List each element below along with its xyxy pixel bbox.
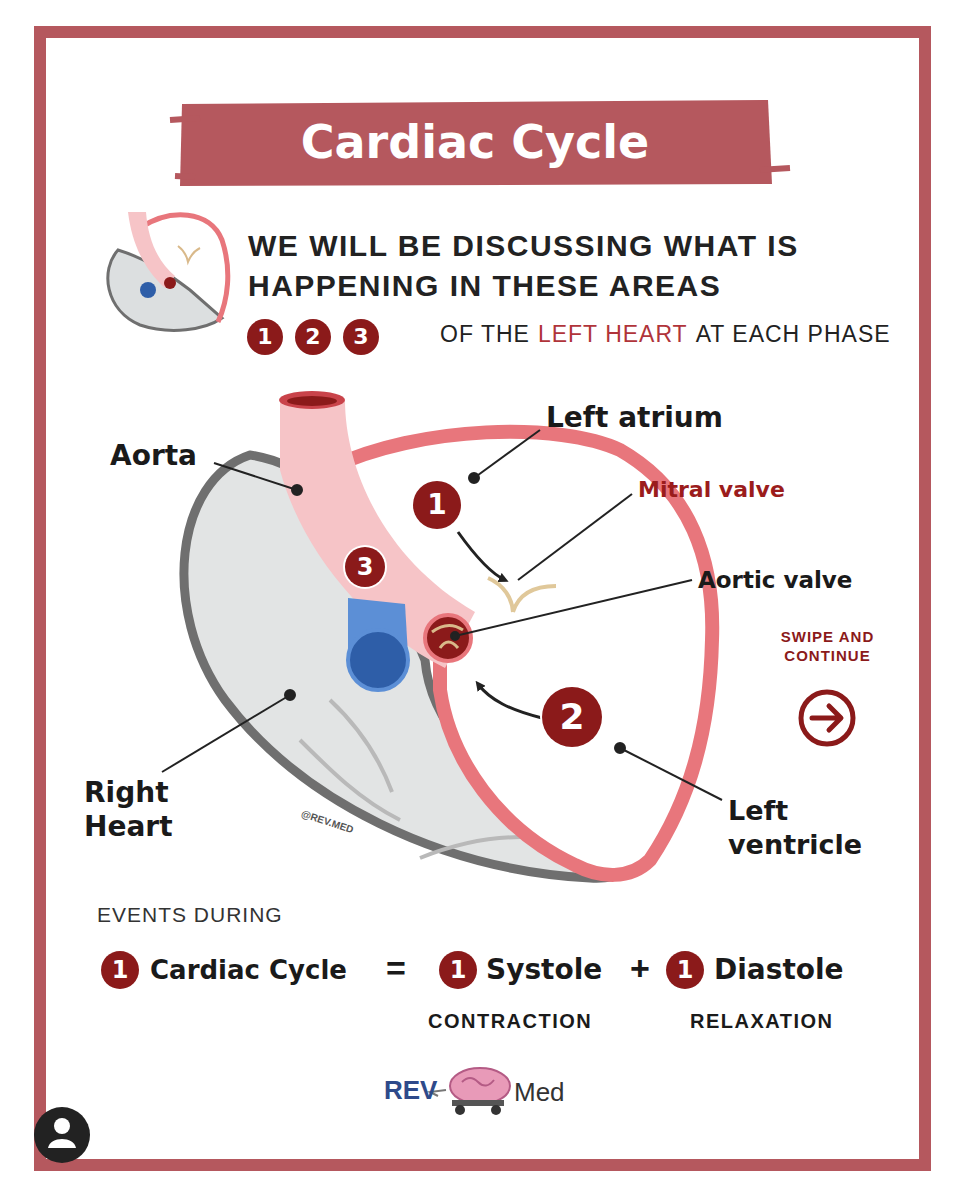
aorta-opening <box>279 391 345 409</box>
term-meaning: CONTRACTION <box>428 1009 592 1033</box>
mini-heart-icon <box>108 212 228 330</box>
term-meaning: RELAXATION <box>690 1009 834 1033</box>
part-label: Aortic valve <box>698 566 852 594</box>
aorta <box>280 400 475 668</box>
intro-text: AT EACH PHASE <box>696 320 891 348</box>
frame <box>40 32 925 1165</box>
logo-text: Med <box>514 1077 565 1108</box>
callout-number-text: 1 <box>257 326 272 348</box>
callout-number: 2 <box>542 687 602 747</box>
equation-term: Systole <box>486 953 602 987</box>
part-label: Left ventricle <box>728 794 906 862</box>
title-banner <box>180 100 772 186</box>
logo-text: REV <box>384 1075 437 1106</box>
swipe-note: SWIPE AND CONTINUE <box>765 627 890 665</box>
callout-number: 1 <box>439 951 477 989</box>
aorta-opening <box>287 396 337 406</box>
callout-number-text: 3 <box>353 326 368 348</box>
subtitle-row: OF THE LEFT HEART AT EACH PHASE <box>440 320 891 348</box>
callout-number: 1 <box>413 481 461 529</box>
logo-icon <box>430 1068 510 1115</box>
callout-number-text: 1 <box>112 958 129 982</box>
profile-icon <box>34 1107 90 1163</box>
callout-number: 2 <box>295 319 331 355</box>
flow-arrow <box>458 532 505 580</box>
aortic-valve-leaflet <box>432 625 463 648</box>
callout-number: 3 <box>345 547 385 587</box>
intro-text: OF THE <box>440 320 530 348</box>
callout-number: 1 <box>101 951 139 989</box>
mitral-valve <box>488 578 556 612</box>
part-label: Mitral valve <box>638 477 785 503</box>
equation-sign: + <box>630 948 650 989</box>
intro-highlight: LEFT HEART <box>538 320 688 348</box>
callout-number: 1 <box>666 951 704 989</box>
flow-arrow <box>478 684 542 718</box>
part-label: Aorta <box>110 439 197 473</box>
callout-number-text: 1 <box>450 958 467 982</box>
swipe-arrow-icon <box>801 692 853 744</box>
callout-number-text: 3 <box>357 555 374 579</box>
section-label: EVENTS DURING <box>97 902 283 927</box>
callout-number: 1 <box>247 319 283 355</box>
intro-text: WE WILL BE DISCUSSING WHAT IS HAPPENING … <box>248 226 840 306</box>
pulmonary-trunk <box>348 630 408 690</box>
callout-number-text: 2 <box>559 699 584 735</box>
callout-number: 3 <box>343 319 379 355</box>
equation-sign: = <box>386 948 406 989</box>
title: Cardiac Cycle <box>180 112 770 172</box>
part-label: Right Heart <box>84 776 209 844</box>
equation-term: Cardiac Cycle <box>150 955 347 986</box>
aortic-valve <box>425 615 471 661</box>
callout-number-text: 2 <box>305 326 320 348</box>
part-label: Left atrium <box>546 401 723 435</box>
equation-term: Diastole <box>714 953 844 987</box>
watermark: @REV.MED <box>299 808 354 836</box>
callout-number-text: 1 <box>427 491 446 519</box>
callout-number-text: 1 <box>677 958 694 982</box>
